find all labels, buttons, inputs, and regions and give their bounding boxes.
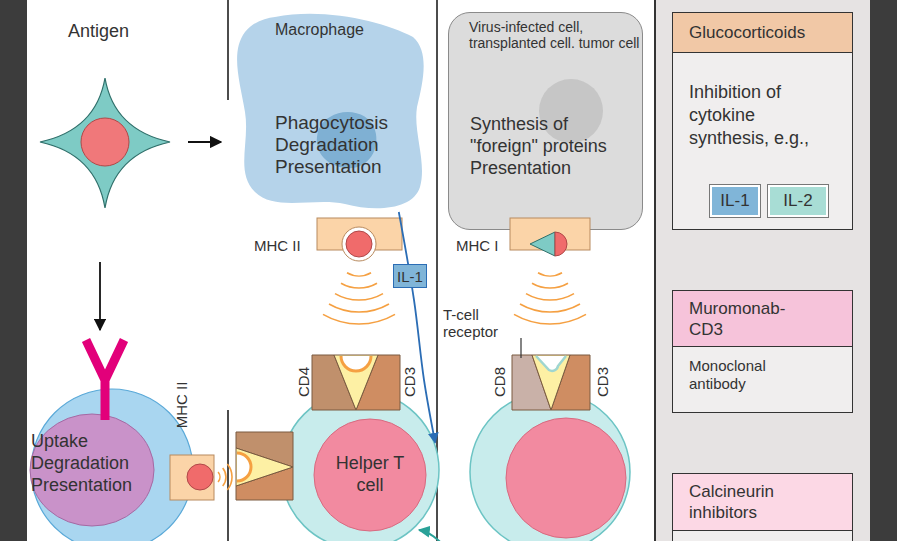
drug-action: Monoclonal antibody [689, 357, 819, 393]
helper-t-cell: Helper T cell [280, 390, 440, 541]
process-text: Phagocytosis Degradation Presentation [275, 112, 415, 178]
flow-arrow [188, 141, 221, 143]
signal-wave [227, 464, 232, 490]
cd8-coreceptor [512, 355, 551, 410]
drug-name: Muromonab-CD3 [673, 291, 852, 347]
mhc-molecule [510, 218, 590, 250]
molecule-label: CD8 [491, 367, 509, 397]
signal-wave [341, 283, 377, 288]
process-text: Uptake Degradation Presentation [31, 430, 156, 496]
cd3-complex [236, 467, 293, 500]
mhc-groove [342, 227, 376, 261]
signal-waves [218, 273, 586, 490]
drug-box: Calcineurin inhibitors [672, 473, 853, 541]
molecule-label: CD3 [594, 367, 612, 397]
molecule-label: CD3 [401, 367, 419, 397]
cytokine-box: IL-1 [710, 185, 760, 217]
signal-wave [329, 304, 389, 312]
signal-wave [538, 273, 562, 276]
signal-wave [323, 314, 395, 324]
molecule-label: MHC II [173, 382, 191, 429]
antigen-peptide [555, 232, 567, 256]
antigen-label: Antigen [68, 20, 129, 42]
mhc-molecule [317, 218, 402, 250]
macrophage-body [237, 14, 424, 208]
cytokine-box: IL-2 [768, 185, 828, 217]
process-text: Synthesis of "foreign" proteins Presenta… [470, 113, 638, 179]
signal-wave [218, 472, 220, 482]
target-cell-box: Virus-infected cell, transplanted cell. … [448, 12, 643, 230]
receptor-groove [536, 356, 566, 371]
drug-name: Glucocorticoids [673, 13, 852, 53]
drug-box: Muromonab-CD3Monoclonal antibody [672, 290, 853, 413]
antigen-peptide [530, 232, 555, 256]
mhc-molecule [170, 455, 214, 500]
page-edge [0, 0, 27, 541]
drug-panel [655, 0, 870, 541]
t-cell-receptor [334, 355, 378, 410]
drug-name: Calcineurin inhibitors [673, 474, 852, 531]
signal-wave [347, 273, 371, 276]
signal-wave [526, 294, 574, 300]
antigen-star [40, 78, 170, 208]
divider-line [227, 410, 229, 541]
cell-name: Virus-infected cell, transplanted cell. … [469, 19, 641, 51]
signal-wave [223, 468, 226, 486]
receptor-groove [237, 453, 251, 481]
signal-wave [532, 283, 568, 288]
antigen-peptide [346, 231, 372, 257]
cytokine-arrow [399, 212, 435, 443]
cytotoxic-t-cell [470, 392, 630, 541]
antigen-peptide [187, 464, 213, 490]
page-edge [870, 0, 897, 541]
cd3-complex [356, 355, 400, 410]
connector-group [399, 212, 435, 443]
feedback-arrow [419, 530, 446, 541]
cd3-complex [551, 355, 590, 410]
receptor-groove [341, 356, 371, 371]
cd4-coreceptor [312, 355, 356, 410]
signal-wave [335, 294, 383, 300]
antibody-symbol [86, 340, 124, 420]
drug-action: Inhibition of cytokine synthesis, e.g., [689, 81, 819, 150]
divider-line [654, 0, 656, 541]
cell-body [31, 389, 193, 541]
molecule-label: CD4 [295, 367, 313, 397]
macrophage-cell: MacrophagePhagocytosis Degradation Prese… [235, 12, 430, 212]
b-cell: Uptake Degradation Presentation [30, 388, 194, 541]
cell-body [281, 391, 439, 541]
t-cell-receptor [236, 448, 293, 486]
cytokine-name: IL-2 [770, 187, 826, 215]
cd4-coreceptor [236, 432, 293, 467]
cytokine-name: IL-1 [712, 187, 758, 215]
cell-name: Macrophage [275, 20, 425, 39]
leader-line [520, 338, 521, 358]
cell-name: Helper T cell [325, 452, 415, 496]
divider-line [227, 0, 229, 100]
signal-wave [514, 314, 586, 324]
drug-box: GlucocorticoidsInhibition of cytokine sy… [672, 12, 853, 230]
t-cell-receptor [532, 355, 570, 410]
cell-nucleus [506, 418, 626, 538]
signal-wave [520, 304, 580, 312]
molecule-label: MHC II [254, 237, 301, 255]
cell-nucleus [314, 419, 426, 531]
antigen-core [81, 118, 129, 166]
flow-arrow [99, 262, 101, 330]
receptor-label: T-cell receptor [443, 306, 523, 340]
molecule-label: MHC I [456, 237, 499, 255]
cytokine-label: IL-1 [393, 264, 427, 288]
